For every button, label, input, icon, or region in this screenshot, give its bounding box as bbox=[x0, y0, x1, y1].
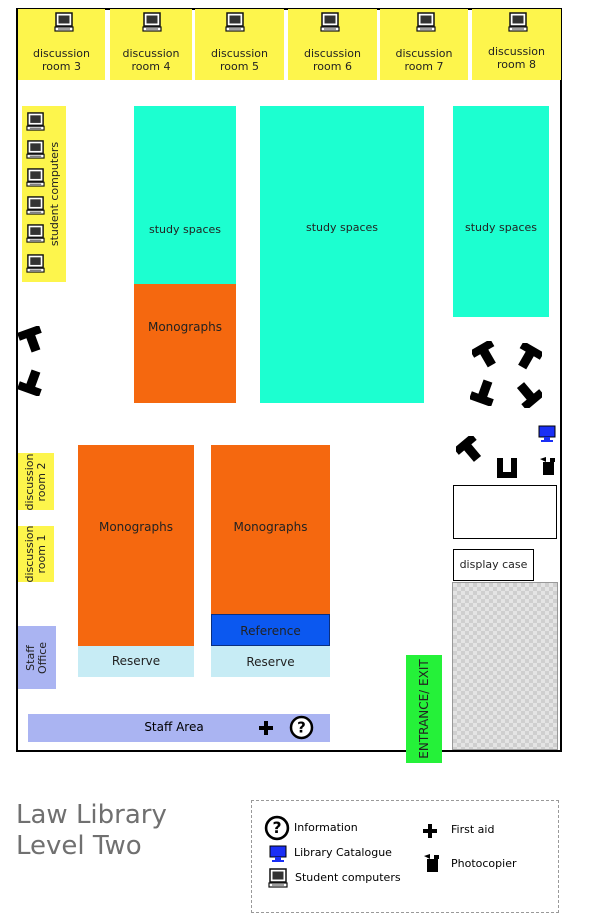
chair-icon bbox=[514, 380, 542, 408]
student-computer-icon bbox=[508, 12, 528, 32]
cross-icon bbox=[423, 824, 437, 838]
reference-label: Reference bbox=[240, 624, 301, 638]
student-computer-icon bbox=[54, 12, 74, 32]
chair-icon bbox=[456, 436, 484, 464]
student-computer-icon bbox=[320, 12, 340, 32]
staff-office-label: Office bbox=[36, 641, 49, 674]
reserve-left[interactable]: Reserve bbox=[78, 646, 194, 677]
student-computer-icon bbox=[416, 12, 436, 32]
chair-icon bbox=[472, 341, 500, 369]
room-label: room 5 bbox=[220, 60, 259, 73]
chair-icon bbox=[18, 368, 46, 396]
room-label: discussion bbox=[32, 47, 90, 60]
entrance-exit[interactable]: ENTRANCE/ EXIT bbox=[406, 655, 442, 763]
display-case-label: display case bbox=[459, 558, 528, 571]
computer-icon bbox=[268, 868, 288, 888]
entrance-label: ENTRANCE/ EXIT bbox=[417, 659, 431, 759]
legend-first-aid: First aid bbox=[451, 823, 495, 836]
chair-icon bbox=[470, 378, 498, 406]
student-computer-icon bbox=[26, 224, 45, 243]
chair-icon bbox=[514, 343, 542, 371]
student-computer-icon bbox=[26, 196, 45, 215]
reserve-right[interactable]: Reserve bbox=[211, 646, 330, 677]
room-label: discussion bbox=[210, 47, 268, 60]
library-catalogue-icon[interactable] bbox=[538, 425, 556, 443]
monographs-upper[interactable]: Monographs bbox=[134, 284, 236, 403]
student-computer-icon bbox=[225, 12, 245, 32]
question-icon: ? bbox=[264, 815, 290, 841]
checkered-area bbox=[452, 582, 558, 750]
legend-computers: Student computers bbox=[295, 871, 401, 884]
study-spaces-label: study spaces bbox=[464, 221, 537, 234]
room-label: discussion bbox=[303, 47, 361, 60]
room-label: room 1 bbox=[35, 534, 48, 574]
chair-icon bbox=[494, 456, 520, 480]
room-label: room 6 bbox=[313, 60, 352, 73]
staff-area[interactable]: Staff Area ? bbox=[28, 714, 330, 742]
monographs-label: Monographs bbox=[147, 320, 223, 334]
study-spaces-left[interactable]: study spaces bbox=[134, 106, 236, 284]
information-icon: ? bbox=[289, 715, 314, 740]
legend-catalogue: Library Catalogue bbox=[294, 846, 392, 859]
display-case[interactable]: display case bbox=[453, 549, 534, 581]
student-computer-icon bbox=[26, 254, 45, 273]
display-box-empty bbox=[453, 485, 557, 539]
room-label: room 8 bbox=[497, 58, 536, 71]
room-label: room 4 bbox=[131, 60, 171, 73]
room-label: room 3 bbox=[42, 60, 81, 73]
reference-section[interactable]: Reference bbox=[211, 614, 330, 646]
legend: ? Information Library Catalogue Student … bbox=[251, 800, 559, 913]
student-computer-icon bbox=[26, 140, 45, 159]
svg-text:?: ? bbox=[272, 819, 281, 837]
study-spaces-label: study spaces bbox=[305, 221, 378, 234]
photocopier-icon[interactable] bbox=[538, 456, 556, 476]
reserve-label: Reserve bbox=[246, 655, 295, 669]
student-computer-icon bbox=[26, 112, 45, 131]
student-computer-icon bbox=[142, 12, 162, 32]
monographs-right[interactable]: Monographs bbox=[211, 445, 330, 615]
student-computer-icon bbox=[26, 168, 45, 187]
room-label: room 2 bbox=[35, 462, 48, 501]
student-computers-label: student computers bbox=[48, 141, 61, 247]
room-label: room 7 bbox=[404, 60, 444, 73]
legend-information: Information bbox=[294, 821, 358, 834]
first-aid-icon bbox=[259, 721, 273, 735]
study-spaces-center[interactable]: study spaces bbox=[260, 106, 424, 403]
study-spaces-right[interactable]: study spaces bbox=[453, 106, 549, 317]
reserve-label: Reserve bbox=[111, 654, 161, 668]
legend-photocopier: Photocopier bbox=[451, 857, 517, 870]
room-label: discussion bbox=[122, 47, 180, 60]
student-computers-area[interactable]: student computers bbox=[22, 106, 66, 282]
monographs-label: Monographs bbox=[98, 520, 174, 534]
monographs-label: Monographs bbox=[233, 520, 308, 534]
room-label: discussion bbox=[487, 45, 545, 58]
monographs-left[interactable]: Monographs bbox=[78, 445, 194, 646]
map-title: Law Library Level Two bbox=[16, 800, 236, 862]
photocopier-icon bbox=[424, 854, 439, 872]
title-line: Law Library bbox=[16, 800, 167, 830]
staff-area-label: Staff Area bbox=[144, 720, 204, 734]
chair-icon bbox=[18, 326, 46, 354]
study-spaces-label: study spaces bbox=[148, 223, 221, 236]
title-line: Level Two bbox=[16, 831, 142, 861]
svg-text:?: ? bbox=[297, 719, 306, 737]
monitor-icon bbox=[269, 845, 287, 862]
room-label: discussion bbox=[395, 47, 453, 60]
